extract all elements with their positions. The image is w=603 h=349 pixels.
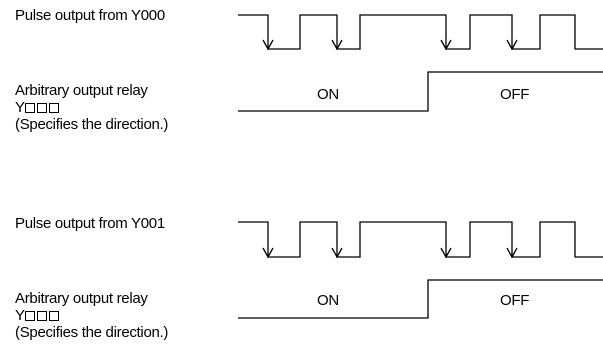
relay-label-prefix: Y xyxy=(15,307,25,324)
relay-label-y000: Arbitrary output relay Y (Specifies the … xyxy=(15,82,168,133)
state-off-y000: OFF xyxy=(500,86,530,103)
falling-edge-arrow xyxy=(262,247,274,259)
state-on-y000: ON xyxy=(317,86,339,103)
pulse-waveform-y001 xyxy=(238,221,603,258)
relay-label-line2: Y xyxy=(15,307,168,324)
falling-edge-arrow xyxy=(440,39,452,51)
falling-edge-arrow xyxy=(506,39,518,51)
relay-label-line1: Arbitrary output relay xyxy=(15,290,148,307)
relay-label-line3: (Specifies the direction.) xyxy=(15,116,169,133)
pulse-label-y000: Pulse output from Y000 xyxy=(15,7,165,24)
falling-edge-arrow xyxy=(331,247,343,259)
falling-edge-arrow xyxy=(506,247,518,259)
state-off-y001: OFF xyxy=(500,292,530,309)
pulse-waveform-y000 xyxy=(238,14,603,50)
placeholder-box xyxy=(48,311,59,321)
placeholder-box xyxy=(24,103,35,113)
direction-waveform-y000 xyxy=(238,71,603,112)
direction-waveform-y001 xyxy=(238,279,603,319)
relay-label-line2: Y xyxy=(15,99,168,116)
pulse-label-y001: Pulse output from Y001 xyxy=(15,215,165,232)
state-on-y001: ON xyxy=(317,292,339,309)
placeholder-box xyxy=(24,311,35,321)
placeholder-box xyxy=(36,311,47,321)
relay-label-y001: Arbitrary output relay Y (Specifies the … xyxy=(15,290,168,341)
falling-edge-arrow xyxy=(262,39,274,51)
relay-label-line3: (Specifies the direction.) xyxy=(15,324,169,341)
placeholder-box xyxy=(48,103,59,113)
relay-label-prefix: Y xyxy=(15,99,25,116)
relay-label-line1: Arbitrary output relay xyxy=(15,82,148,99)
placeholder-box xyxy=(36,103,47,113)
falling-edge-arrow xyxy=(331,39,343,51)
falling-edge-arrow xyxy=(440,247,452,259)
